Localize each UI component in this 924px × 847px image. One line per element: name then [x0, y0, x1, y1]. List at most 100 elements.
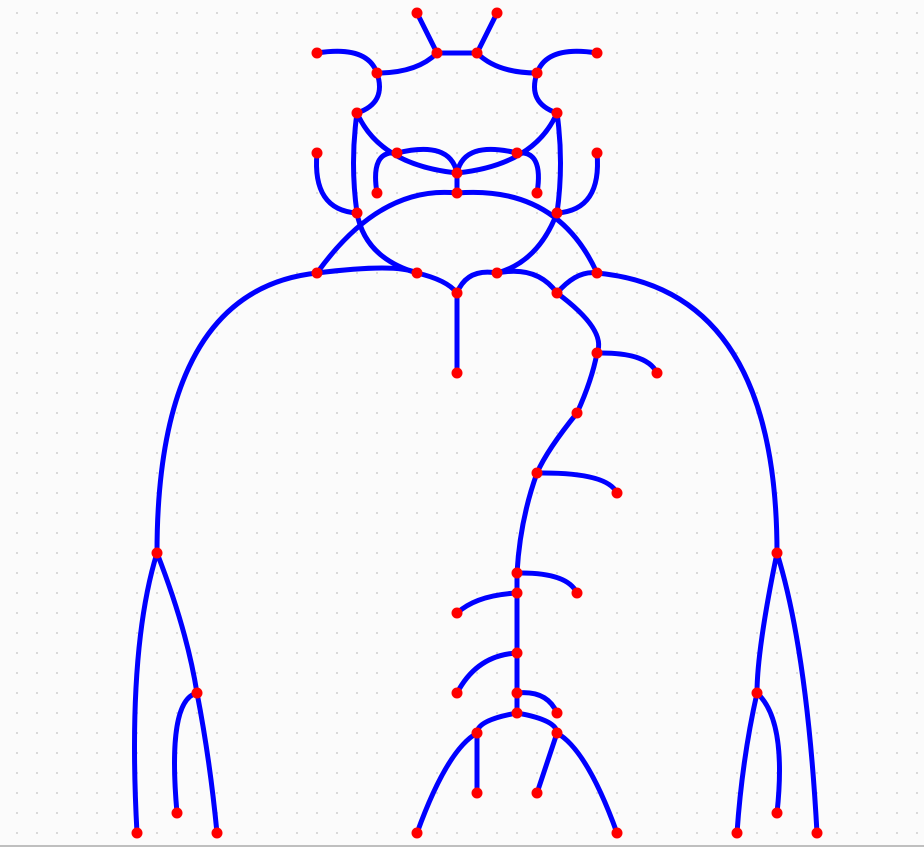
graph-node[interactable]: [411, 7, 423, 19]
graph-node[interactable]: [471, 787, 483, 799]
graph-edge: [594, 350, 660, 376]
graph-node[interactable]: [311, 147, 323, 159]
graph-node[interactable]: [351, 207, 363, 219]
graph-node[interactable]: [211, 827, 223, 839]
graph-edge: [554, 270, 600, 296]
graph-node[interactable]: [411, 267, 423, 279]
graph-node[interactable]: [471, 47, 483, 59]
graph-edge: [454, 189, 600, 276]
graph-node[interactable]: [771, 807, 783, 819]
graph-edge: [514, 690, 560, 716]
graph-edge: [354, 70, 382, 116]
graph-edge: [534, 470, 620, 496]
graph-node[interactable]: [751, 687, 763, 699]
graph-edge: [474, 710, 520, 736]
graph-edge: [534, 410, 580, 476]
graph-edge: [454, 146, 520, 176]
graph-node[interactable]: [591, 147, 603, 159]
graph-node[interactable]: [491, 267, 503, 279]
graph-node[interactable]: [411, 827, 423, 839]
graph-node[interactable]: [551, 707, 563, 719]
graph-node[interactable]: [351, 107, 363, 119]
graph-node[interactable]: [731, 827, 743, 839]
graph-node[interactable]: [151, 547, 163, 559]
graph-edge: [774, 550, 820, 836]
graph-node[interactable]: [511, 647, 523, 659]
graph-edge: [514, 710, 560, 736]
graph-node[interactable]: [771, 547, 783, 559]
graph-edge: [454, 650, 520, 696]
graph-node[interactable]: [511, 567, 523, 579]
graph-edge: [154, 270, 320, 556]
graph-edge: [534, 48, 600, 76]
graph-node[interactable]: [551, 207, 563, 219]
graph-edge: [132, 550, 160, 836]
graph-node[interactable]: [651, 367, 663, 379]
graph-node[interactable]: [451, 607, 463, 619]
graph-node[interactable]: [571, 407, 583, 419]
graph-node[interactable]: [591, 347, 603, 359]
graph-edge: [373, 150, 400, 196]
graph-node[interactable]: [511, 687, 523, 699]
graph-node[interactable]: [391, 147, 403, 159]
graph-node[interactable]: [511, 147, 523, 159]
graph-node[interactable]: [451, 687, 463, 699]
graph-node[interactable]: [551, 727, 563, 739]
graph-node[interactable]: [451, 187, 463, 199]
graph-node[interactable]: [551, 107, 563, 119]
graph-edge: [194, 690, 220, 836]
graph-node[interactable]: [611, 827, 623, 839]
graph-edge: [394, 146, 460, 176]
graph-edge: [154, 550, 200, 696]
graph-edge: [514, 470, 540, 576]
graph-edge: [414, 10, 440, 56]
graph-edge: [514, 150, 541, 196]
graph-node[interactable]: [431, 47, 443, 59]
graph-node[interactable]: [611, 487, 623, 499]
graph-edge: [754, 690, 782, 816]
graph-edge: [414, 270, 460, 296]
graph-edge: [594, 270, 780, 556]
graph-node[interactable]: [491, 7, 503, 19]
graph-edge: [554, 110, 563, 216]
graph-edge: [574, 350, 600, 416]
graph-node[interactable]: [531, 187, 543, 199]
graph-edge: [454, 269, 500, 296]
graph-edge: [454, 110, 560, 176]
graph-node[interactable]: [531, 467, 543, 479]
graph-node[interactable]: [451, 167, 463, 179]
graph-edge: [172, 690, 200, 816]
graph-node[interactable]: [471, 727, 483, 739]
graph-node[interactable]: [591, 267, 603, 279]
graph-edge: [734, 690, 760, 836]
graph-node[interactable]: [171, 807, 183, 819]
graph-node[interactable]: [371, 67, 383, 79]
graph-node[interactable]: [451, 287, 463, 299]
graph-node[interactable]: [811, 827, 823, 839]
graph-edge: [354, 110, 460, 176]
graph-node[interactable]: [371, 187, 383, 199]
graph-node[interactable]: [591, 47, 603, 59]
graph-node[interactable]: [511, 587, 523, 599]
graph-node[interactable]: [551, 287, 563, 299]
graph-node[interactable]: [131, 827, 143, 839]
graph-edge: [351, 110, 360, 216]
graph-edge: [454, 590, 520, 616]
graph-node[interactable]: [311, 267, 323, 279]
graph-node[interactable]: [531, 787, 543, 799]
graph-edge: [474, 10, 500, 56]
graph-node[interactable]: [531, 67, 543, 79]
node-layer: [131, 7, 823, 839]
graph-edge: [554, 290, 602, 356]
graph-node[interactable]: [571, 587, 583, 599]
graph-node[interactable]: [451, 367, 463, 379]
graph-edge: [534, 730, 560, 796]
graph-node[interactable]: [511, 707, 523, 719]
graph-edge: [474, 50, 540, 76]
graph-node[interactable]: [311, 47, 323, 59]
graph-edge: [754, 550, 780, 696]
graph-node[interactable]: [191, 687, 203, 699]
graph-edge: [314, 265, 420, 276]
